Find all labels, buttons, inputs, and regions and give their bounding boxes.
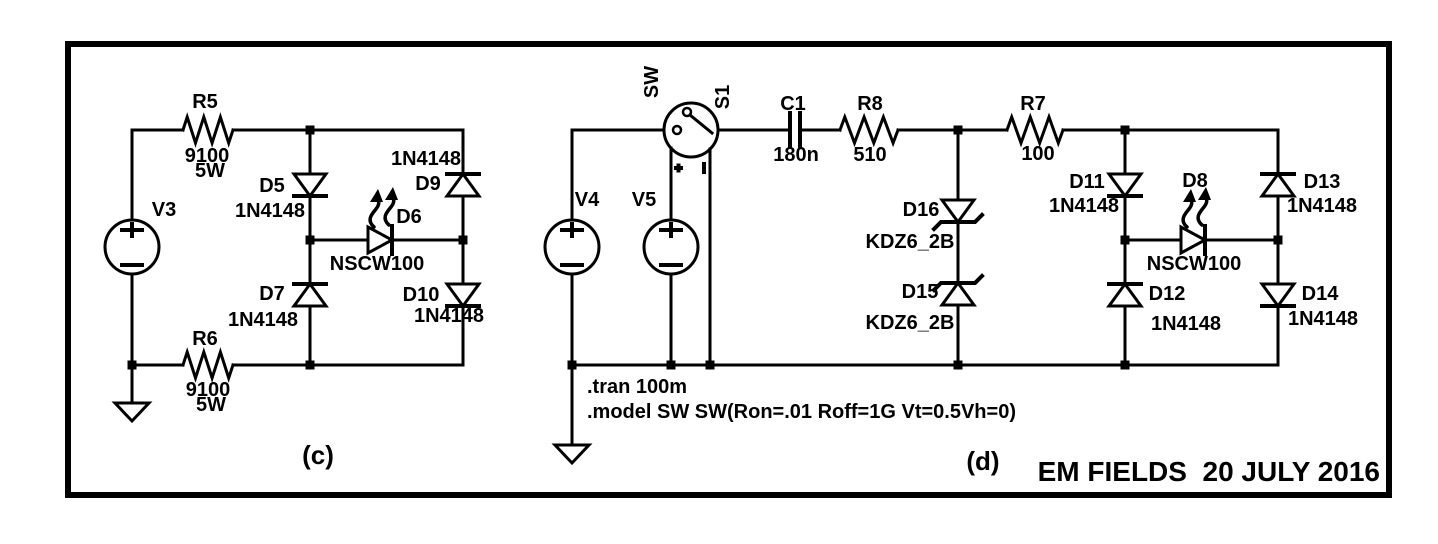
label-d8-part: NSCW100: [1147, 253, 1241, 275]
credit-text: EM FIELDS 20 JULY 2016: [1038, 456, 1380, 487]
zener-diode-D16: [931, 198, 985, 232]
label-d12-part: 1N4148: [1151, 313, 1221, 335]
diode-D11: [1106, 172, 1144, 199]
label-d13-part: 1N4148: [1287, 195, 1357, 217]
label-d15: D15: [902, 281, 939, 303]
switch-S1: [662, 101, 720, 367]
label-d5: D5: [259, 175, 285, 197]
circuit-d: SW S1 V4 V5 C1 180n R8 510 R7 100 D16 KD…: [543, 66, 1358, 476]
label-d16: D16: [903, 199, 940, 221]
label-d6-part: NSCW100: [330, 253, 424, 275]
label-d10: D10: [403, 284, 440, 306]
caption-d: (d): [966, 446, 999, 476]
label-d7: D7: [259, 283, 285, 305]
label-switch-model: SW: [641, 66, 663, 98]
label-r5-rating: 5W: [195, 160, 225, 182]
label-d14-part: 1N4148: [1288, 308, 1358, 330]
circuit-d-wires: [570, 128, 1280, 447]
label-r6-rating: 5W: [196, 394, 226, 416]
label-c1: C1: [780, 93, 806, 115]
label-d13: D13: [1304, 171, 1341, 193]
label-d7-part: 1N4148: [228, 309, 298, 331]
ground-symbol: [551, 443, 593, 466]
led-D6: [366, 187, 398, 256]
label-v4: V4: [575, 189, 600, 211]
label-r6-value: 9100: [186, 379, 231, 401]
label-r6: R6: [192, 328, 218, 350]
label-switch-ref: S1: [712, 85, 734, 109]
circuit-c-junction-dots: [127, 125, 468, 370]
spice-directive-tran: .tran 100m: [587, 376, 687, 398]
resistor-R8: [838, 112, 900, 148]
label-d9-part: 1N4148: [391, 148, 461, 170]
voltage-source-V4: [543, 218, 601, 276]
zener-diode-D15: [931, 273, 985, 307]
light-emission-arrows-icon: [368, 187, 398, 229]
resistor-R7: [1005, 112, 1065, 148]
label-d8: D8: [1182, 170, 1208, 192]
figure-border: [65, 41, 1392, 498]
light-emission-arrows-icon: [1181, 187, 1211, 229]
label-d11-part: 1N4148: [1049, 195, 1119, 217]
label-d10-part: 1N4148: [414, 305, 484, 327]
led-D8: [1179, 187, 1211, 256]
voltage-source-V3: [103, 218, 161, 276]
label-d6: D6: [396, 206, 422, 228]
diode-D13: [1259, 171, 1297, 198]
label-d15-part: KDZ6_2B: [866, 312, 955, 334]
label-d5-part: 1N4148: [235, 200, 305, 222]
resistor-R6: [181, 347, 235, 383]
label-d9: D9: [415, 173, 441, 195]
label-d12: D12: [1149, 283, 1186, 305]
capacitor-C1: [788, 111, 802, 149]
label-r5: R5: [192, 91, 218, 113]
label-c1-value: 180n: [773, 144, 819, 166]
diode-D14: [1259, 282, 1297, 309]
spice-directive-model: .model SW SW(Ron=.01 Roff=1G Vt=0.5Vh=0): [587, 401, 1016, 423]
label-d14: D14: [1302, 283, 1340, 305]
label-r5-value: 9100: [185, 145, 230, 167]
circuit-c: R5 9100 5W V3 D5 1N4148 1N4148 D9 D6 NSC…: [103, 91, 484, 470]
label-r8-value: 510: [853, 144, 886, 166]
diode-D9: [444, 171, 482, 198]
caption-c: (c): [302, 440, 334, 470]
voltage-source-V5: [642, 218, 700, 276]
diode-D10: [444, 282, 482, 309]
diode-D7: [291, 281, 329, 308]
ground-symbol: [111, 401, 153, 424]
label-v5: V5: [632, 189, 656, 211]
label-d11: D11: [1069, 171, 1105, 193]
diode-D5: [291, 172, 329, 199]
label-d16-part: KDZ6_2B: [866, 231, 955, 253]
label-r7: R7: [1020, 93, 1046, 115]
resistor-R5: [181, 112, 235, 148]
diode-D12: [1106, 281, 1144, 308]
label-r7-value: 100: [1021, 143, 1054, 165]
label-v3: V3: [152, 199, 176, 221]
switch-plus-mark: [674, 163, 683, 173]
label-r8: R8: [857, 93, 883, 115]
circuit-d-junction-dots: [567, 125, 1283, 370]
